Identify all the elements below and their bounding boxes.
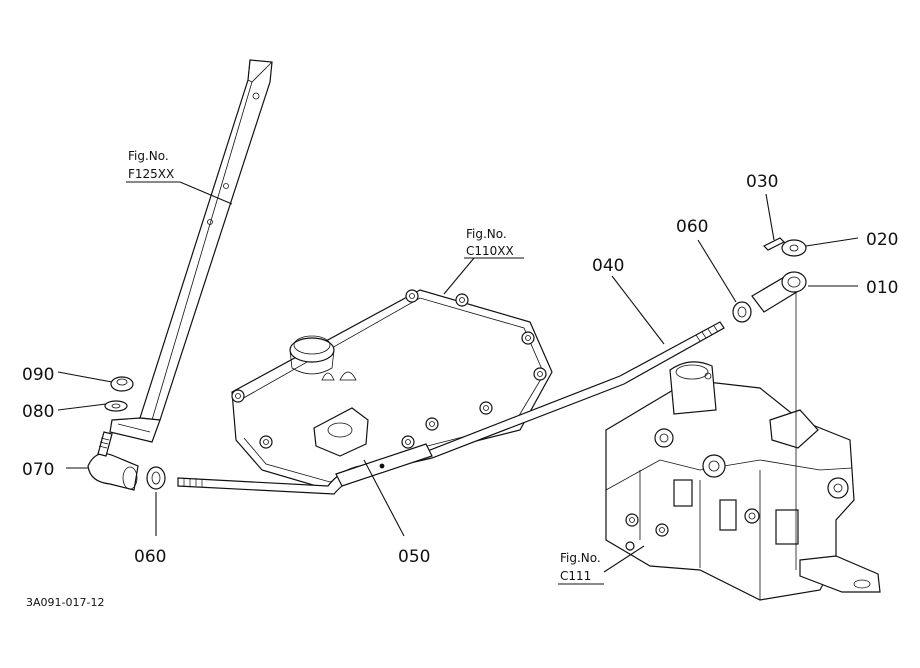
nut-right bbox=[732, 301, 752, 323]
ball-joint bbox=[87, 431, 139, 491]
washer-020 bbox=[781, 239, 807, 257]
callout-070: 070 bbox=[22, 460, 54, 480]
rod-sleeve bbox=[335, 443, 433, 487]
lever-arm bbox=[109, 59, 273, 443]
callout-090: 090 bbox=[22, 365, 54, 385]
callout-040: 040 bbox=[592, 256, 624, 276]
callout-080: 080 bbox=[22, 402, 54, 422]
figref-f125-label: Fig.No. bbox=[128, 149, 169, 163]
leader-lines bbox=[57, 181, 859, 585]
callout-060-left: 060 bbox=[134, 547, 166, 567]
callout-010: 010 bbox=[866, 278, 898, 298]
drawing-code: 3A091-017-12 bbox=[26, 596, 104, 609]
nut-left bbox=[146, 466, 166, 490]
callout-050: 050 bbox=[398, 547, 430, 567]
callout-020: 020 bbox=[866, 230, 898, 250]
valve-block bbox=[605, 361, 881, 601]
rod-end bbox=[751, 271, 807, 570]
figref-c111-number: C111 bbox=[560, 569, 591, 583]
figref-c110-number: C110XX bbox=[466, 244, 514, 258]
cotter-pin bbox=[762, 237, 786, 251]
figref-c111-label: Fig.No. bbox=[560, 551, 601, 565]
callout-060-right: 060 bbox=[676, 217, 708, 237]
callout-030: 030 bbox=[746, 172, 778, 192]
figref-f125-number: F125XX bbox=[128, 167, 174, 181]
washer-080 bbox=[104, 400, 128, 412]
nut-090 bbox=[110, 376, 134, 392]
figref-c110-label: Fig.No. bbox=[466, 227, 507, 241]
